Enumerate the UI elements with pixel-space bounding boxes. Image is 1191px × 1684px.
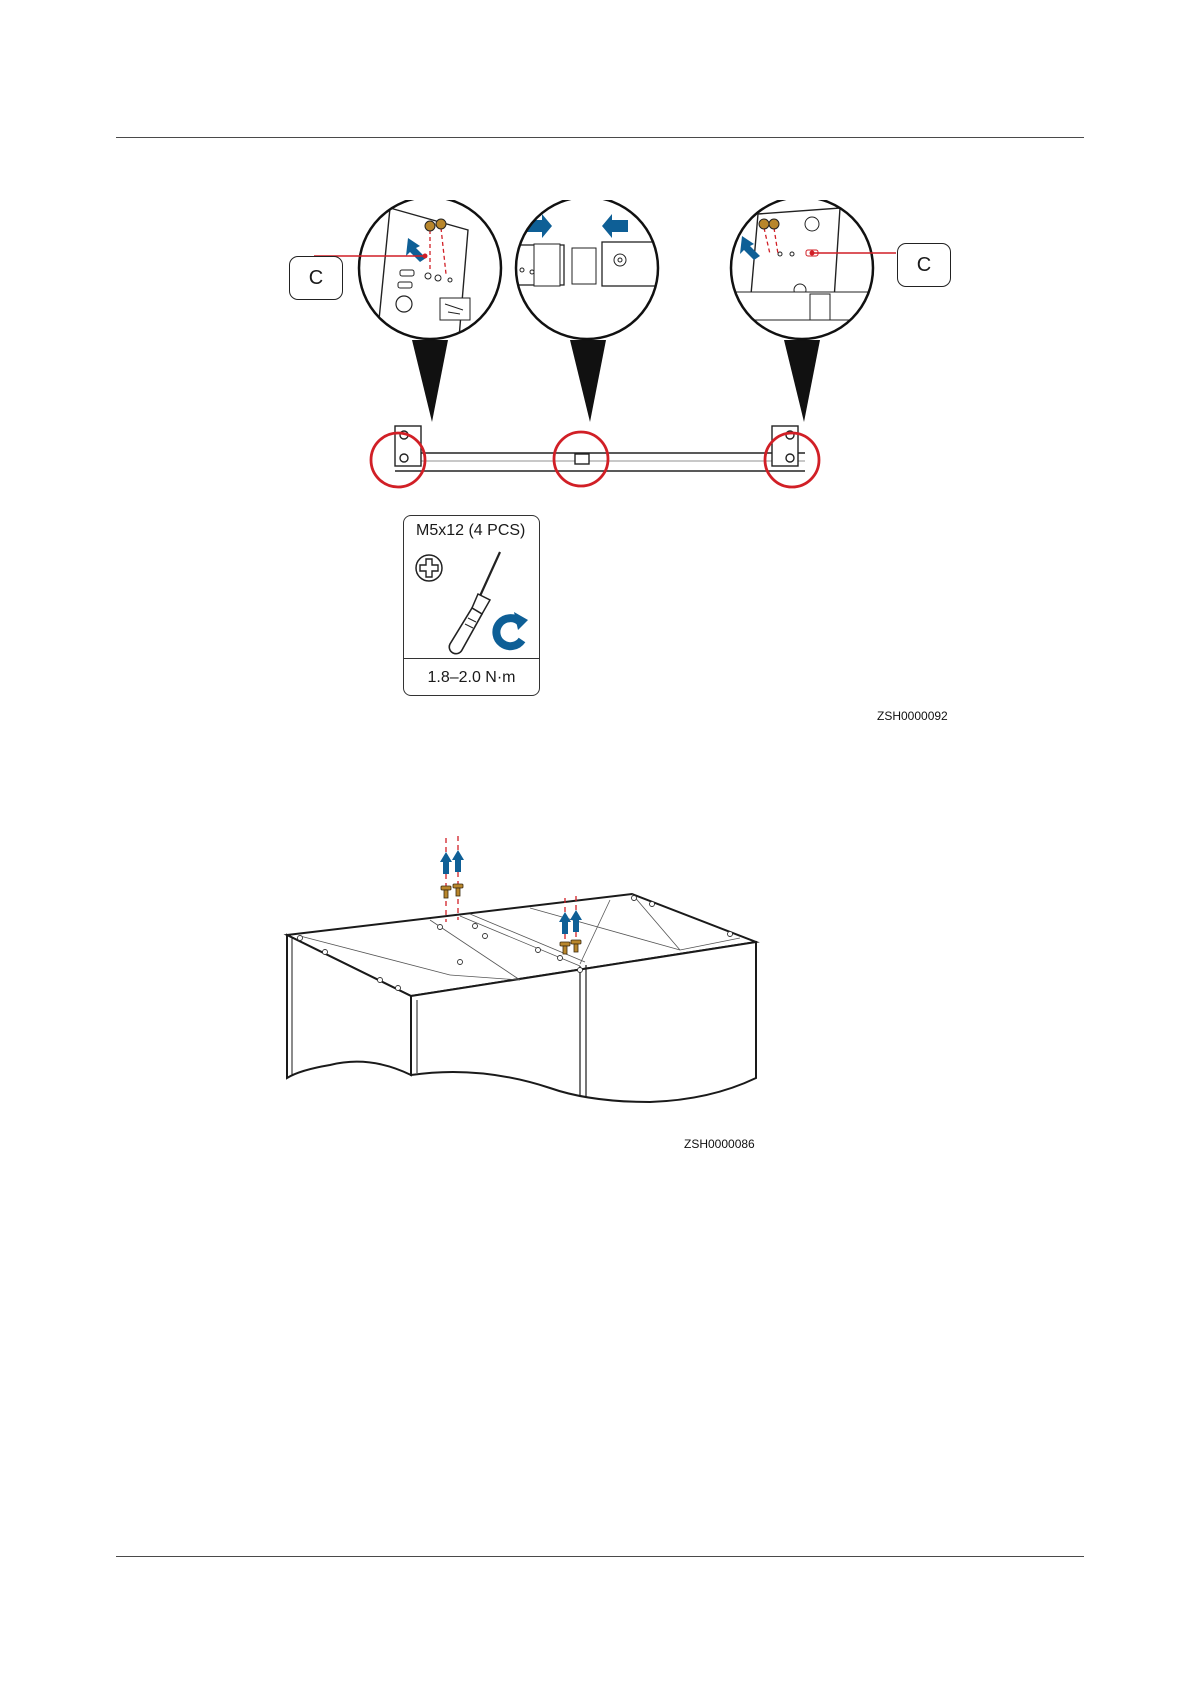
card-divider xyxy=(404,658,539,659)
beam xyxy=(395,426,805,471)
header-rule xyxy=(116,137,1084,138)
cabinet-body xyxy=(287,894,756,1102)
clockwise-rotate-icon xyxy=(488,610,532,654)
footer-rule xyxy=(116,1556,1084,1557)
pointer-middle xyxy=(570,340,606,422)
figure-id-1: ZSH0000092 xyxy=(877,709,948,723)
highlight-circles xyxy=(371,432,819,487)
cabinet-top-screw-removal-figure xyxy=(280,830,780,1140)
callout-c-left: C xyxy=(289,256,343,300)
figure-id-2: ZSH0000086 xyxy=(684,1137,755,1151)
screw-spec: M5x12 (4 PCS) xyxy=(416,522,525,540)
callout-c-right: C xyxy=(897,243,951,287)
connecting-plate-assembly-figure xyxy=(280,200,960,510)
pointer-left xyxy=(412,340,448,422)
torque-value: 1.8–2.0 N·m xyxy=(404,669,539,687)
tool-spec-card: M5x12 (4 PCS) 1.8–2.0 N·m xyxy=(403,515,540,696)
pointer-right xyxy=(784,340,820,422)
zoom-circle-right xyxy=(720,200,890,350)
